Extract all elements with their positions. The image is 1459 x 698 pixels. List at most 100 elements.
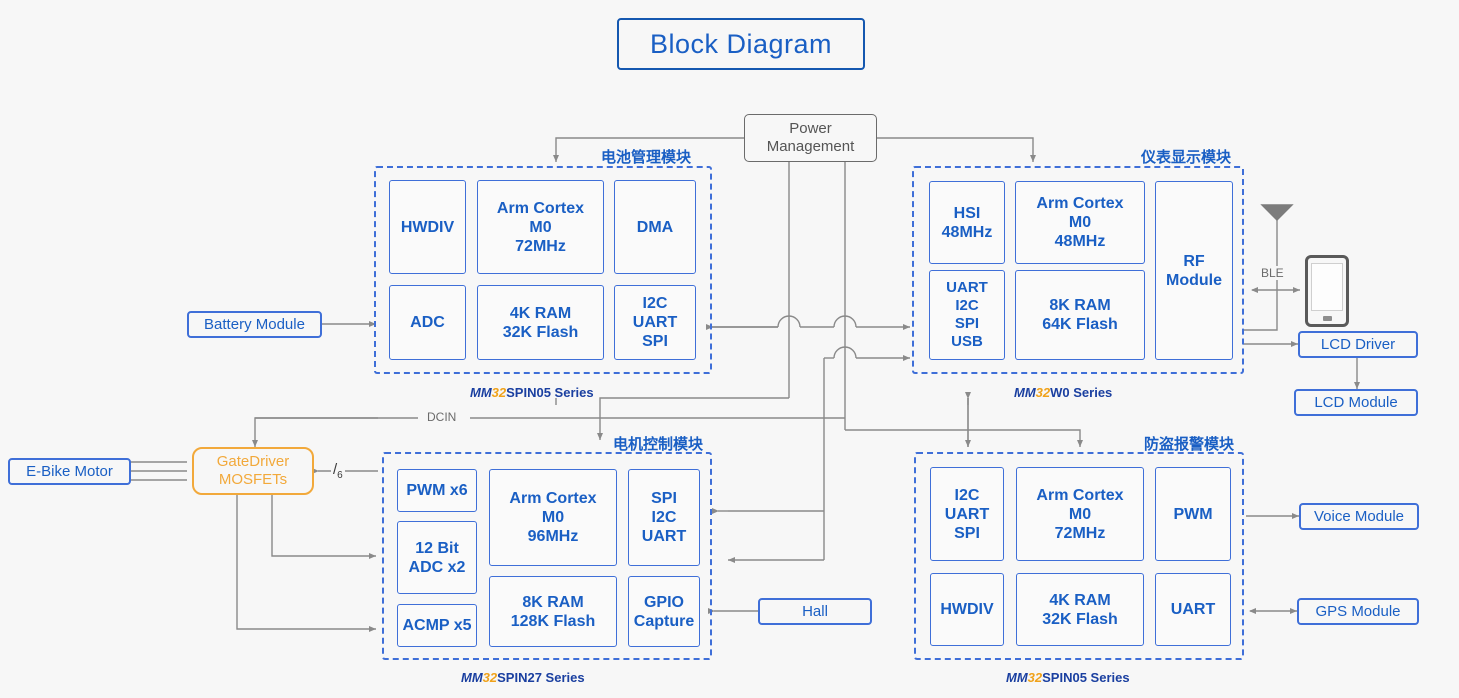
module-motor-control-label: 电机控制模块: [613, 436, 704, 453]
wire-label-bus-width: /6: [331, 461, 345, 481]
cell-text: ADC: [410, 314, 445, 331]
smartphone-home-button: [1322, 316, 1332, 321]
gate-driver-line1: GateDriver: [216, 453, 290, 470]
series-prefix: MM: [1014, 385, 1036, 400]
series-prefix: MM: [461, 670, 483, 685]
cell-text: PWM: [1173, 505, 1213, 523]
module-motor-control-series: MM32SPIN27 Series: [461, 670, 585, 685]
peripheral-label: Voice Module: [1313, 508, 1405, 525]
cell-text: PWM x6: [406, 482, 468, 499]
cell-hwdiv-alarm[interactable]: HWDIV: [930, 573, 1004, 646]
module-battery-management[interactable]: [374, 166, 712, 374]
peripheral-ebike-motor[interactable]: E-Bike Motor: [8, 458, 131, 485]
series-num: 32: [1027, 670, 1043, 685]
peripheral-label: E-Bike Motor: [26, 463, 113, 480]
module-motor-control[interactable]: [382, 452, 712, 660]
series-rest: SPIN05 Series: [1042, 670, 1130, 685]
peripheral-label: GPS Module: [1315, 603, 1401, 620]
module-battery-management-label: 电池管理模块: [601, 149, 692, 166]
peripheral-hall[interactable]: Hall: [758, 598, 872, 625]
smartphone-icon: [1305, 255, 1349, 327]
cell-pwm-x6[interactable]: PWM x6: [397, 469, 477, 512]
cell-text: UART: [1170, 601, 1216, 618]
peripheral-lcd-driver[interactable]: LCD Driver: [1298, 331, 1418, 358]
series-rest: SPIN27 Series: [497, 670, 585, 685]
cell-acmp-x5[interactable]: ACMP x5: [397, 604, 477, 647]
series-num: 32: [1035, 385, 1051, 400]
bus-count: 6: [337, 470, 343, 481]
cell-hwdiv-bms[interactable]: HWDIV: [389, 180, 466, 274]
cell-uart-alarm[interactable]: UART: [1155, 573, 1231, 646]
series-prefix: MM: [1006, 670, 1028, 685]
series-num: 32: [491, 385, 507, 400]
cell-adc-bms[interactable]: ADC: [389, 285, 466, 360]
module-instrument-display-label: 仪表显示模块: [1141, 149, 1232, 166]
power-management-line1: Power: [789, 120, 832, 137]
module-instrument-display[interactable]: [912, 166, 1244, 374]
peripheral-label: LCD Driver: [1320, 336, 1396, 353]
series-rest: W0 Series: [1050, 385, 1113, 400]
power-management-block[interactable]: Power Management: [744, 114, 877, 162]
peripheral-voice-module[interactable]: Voice Module: [1299, 503, 1419, 530]
series-num: 32: [482, 670, 498, 685]
power-management-line2: Management: [766, 138, 855, 155]
module-anti-theft-alarm-label: 防盗报警模块: [1144, 436, 1235, 453]
cell-text: ACMP x5: [402, 617, 472, 634]
peripheral-label: Battery Module: [204, 316, 305, 333]
series-prefix: MM: [470, 385, 492, 400]
wire-label-dcin: DCIN: [424, 410, 460, 424]
smartphone-screen: [1311, 263, 1343, 311]
module-battery-management-series: MM32SPIN05 Series: [470, 385, 594, 400]
module-anti-theft-alarm-series: MM32SPIN05 Series: [1006, 670, 1130, 685]
page-title: Block Diagram: [617, 18, 865, 70]
gate-driver-line2: MOSFETs: [218, 471, 288, 488]
cell-text: HWDIV: [400, 218, 455, 236]
peripheral-label: LCD Module: [1314, 394, 1398, 411]
module-instrument-display-series: MM32W0 Series: [1014, 385, 1112, 400]
cell-text: HWDIV: [940, 601, 994, 618]
peripheral-gate-driver-mosfets[interactable]: GateDriver MOSFETs: [192, 447, 314, 495]
module-anti-theft-alarm[interactable]: [914, 452, 1244, 660]
cell-text: DMA: [636, 218, 674, 236]
peripheral-label: Hall: [802, 603, 828, 620]
series-rest: SPIN05 Series: [506, 385, 594, 400]
peripheral-lcd-module[interactable]: LCD Module: [1294, 389, 1418, 416]
cell-pwm-alarm[interactable]: PWM: [1155, 467, 1231, 561]
bus-slash: /: [333, 461, 338, 478]
peripheral-battery-module[interactable]: Battery Module: [187, 311, 322, 338]
cell-dma-bms[interactable]: DMA: [614, 180, 696, 274]
peripheral-gps-module[interactable]: GPS Module: [1297, 598, 1419, 625]
